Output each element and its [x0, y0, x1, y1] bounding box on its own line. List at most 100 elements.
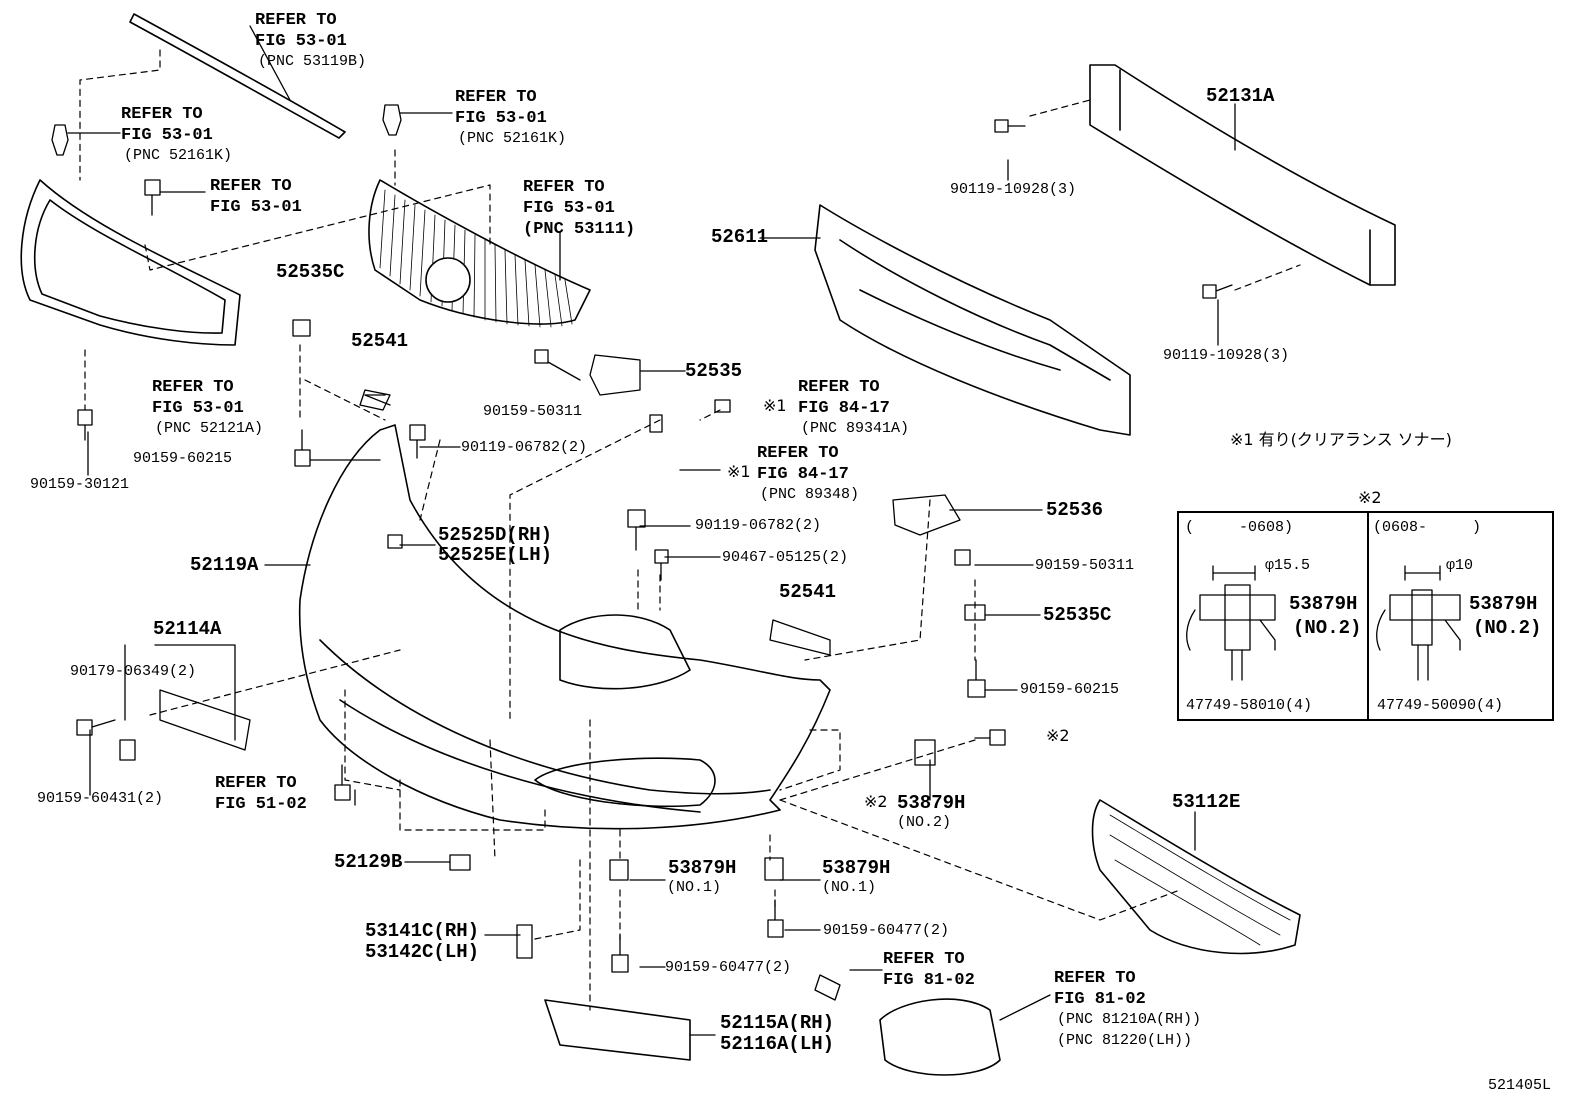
note-mark: ※2 — [1046, 726, 1070, 745]
part-number: 52119A — [190, 554, 259, 576]
fig-reference: FIG 53-01 — [152, 399, 244, 418]
clip-detail-inset: ( -0608) (0608- ) φ15.5 φ10 53879H (NO.2… — [1177, 511, 1554, 721]
refer-to-label: REFER TO — [152, 378, 234, 397]
part-number: 52115A(RH) — [720, 1012, 835, 1034]
inset-date-range: ( -0608) — [1185, 519, 1294, 536]
refer-to-label: REFER TO — [798, 378, 880, 397]
part-number: 90179-06349(2) — [70, 663, 197, 680]
fig-reference: FIG 81-02 — [1054, 990, 1146, 1009]
refer-to-label: REFER TO — [757, 444, 839, 463]
part-variant: (NO.1) — [667, 879, 722, 896]
part-number: 52114A — [153, 618, 222, 640]
inset-date-range: (0608- ) — [1373, 519, 1482, 536]
inset-clip-left — [1186, 565, 1276, 681]
pnc-reference: (PNC 89341A) — [801, 420, 910, 437]
lower-grille — [1091, 799, 1301, 955]
pnc-reference: (PNC 52161K) — [124, 147, 233, 164]
inset-title: ※2 — [1358, 488, 1382, 507]
bumper-retainer — [544, 999, 691, 1061]
energy-absorber — [814, 204, 1131, 436]
inset-clip-right — [1376, 565, 1461, 681]
fig-reference: FIG 53-01 — [210, 198, 302, 217]
refer-to-label: REFER TO — [455, 88, 537, 107]
part-number: 52535C — [1043, 604, 1112, 626]
pnc-reference: (PNC 53119B) — [258, 53, 367, 70]
part-number: 53879H — [1289, 593, 1358, 615]
part-number: 52611 — [711, 226, 769, 248]
fig-reference: FIG 53-01 — [121, 126, 213, 145]
sonar-note: ※1 有り(クリアランス ソナー) — [1230, 430, 1452, 449]
fig-reference: FIG 53-01 — [255, 32, 347, 51]
part-number: 52541 — [779, 581, 837, 603]
pnc-reference: (PNC 53111) — [523, 220, 636, 239]
part-number: 53879H — [668, 857, 737, 879]
pnc-reference: (PNC 52161K) — [458, 130, 567, 147]
pnc-reference: (PNC 52121A) — [155, 420, 264, 437]
part-number: 90159-30121 — [30, 476, 130, 493]
part-number: 53879H — [897, 792, 966, 814]
part-number: 52535C — [276, 261, 345, 283]
part-number: 90159-60215 — [1020, 681, 1120, 698]
part-number: 90159-60477(2) — [665, 959, 792, 976]
part-variant: (NO.2) — [1473, 617, 1542, 639]
part-number: 53141C(RH) — [365, 920, 480, 942]
diameter-dimension: φ15.5 — [1265, 557, 1311, 574]
fasteners — [51, 104, 1233, 1001]
part-variant: (NO.2) — [897, 814, 952, 831]
front-bumper-cover — [298, 424, 831, 830]
part-number: 90159-60215 — [133, 450, 233, 467]
refer-to-label: REFER TO — [883, 950, 965, 969]
part-number: 53142C(LH) — [365, 941, 480, 963]
reinforcement-beam — [1089, 64, 1396, 286]
part-number: 52129B — [334, 851, 403, 873]
part-number: 52541 — [351, 330, 409, 352]
part-number: 90119-06782(2) — [695, 517, 822, 534]
part-number: 52525E(LH) — [438, 544, 553, 566]
part-variant: (NO.1) — [822, 879, 877, 896]
fig-reference: FIG 81-02 — [883, 971, 975, 990]
part-number: 90159-60477(2) — [823, 922, 950, 939]
fig-reference: FIG 51-02 — [215, 795, 307, 814]
diameter-dimension: φ10 — [1446, 557, 1474, 574]
part-number: 90159-60431(2) — [37, 790, 164, 807]
note-mark: ※2 — [864, 792, 888, 811]
part-number: 52536 — [1046, 499, 1104, 521]
pnc-reference: (PNC 81210A(RH)) — [1057, 1011, 1202, 1028]
grille-molding — [129, 13, 346, 139]
part-number: 47749-50090(4) — [1377, 697, 1504, 714]
fig-reference: FIG 53-01 — [523, 199, 615, 218]
illustration-code: 521405L — [1488, 1077, 1552, 1094]
part-number: 53112E — [1172, 791, 1241, 813]
refer-to-label: REFER TO — [215, 774, 297, 793]
dashed-guides — [79, 49, 1301, 1011]
part-number: 90159-50311 — [1035, 557, 1135, 574]
part-number: 90119-06782(2) — [461, 439, 588, 456]
part-number: 52116A(LH) — [720, 1033, 835, 1055]
leader-lines — [67, 25, 1236, 1036]
pnc-reference: (PNC 81220(LH)) — [1057, 1032, 1193, 1049]
part-number: 90467-05125(2) — [722, 549, 849, 566]
fog-lamp — [879, 998, 1001, 1076]
part-number: 90119-10928(3) — [950, 181, 1077, 198]
fig-reference: FIG 84-17 — [757, 465, 849, 484]
refer-to-label: REFER TO — [121, 105, 203, 124]
part-number: 52535 — [685, 360, 743, 382]
part-number: 47749-58010(4) — [1186, 697, 1313, 714]
note-mark: ※1 — [763, 396, 787, 415]
fig-reference: FIG 53-01 — [455, 109, 547, 128]
note-mark: ※1 — [727, 462, 751, 481]
grille-frame — [20, 179, 241, 346]
pnc-reference: (PNC 89348) — [760, 486, 860, 503]
part-variant: (NO.2) — [1293, 617, 1362, 639]
part-number: 90159-50311 — [483, 403, 583, 420]
fig-reference: FIG 84-17 — [798, 399, 890, 418]
refer-to-label: REFER TO — [523, 178, 605, 197]
part-number: 53879H — [1469, 593, 1538, 615]
inset-divider — [1367, 513, 1369, 719]
part-number: 52131A — [1206, 85, 1275, 107]
refer-to-label: REFER TO — [255, 11, 337, 30]
refer-to-label: REFER TO — [1054, 969, 1136, 988]
part-number: 52525D(RH) — [438, 524, 553, 546]
